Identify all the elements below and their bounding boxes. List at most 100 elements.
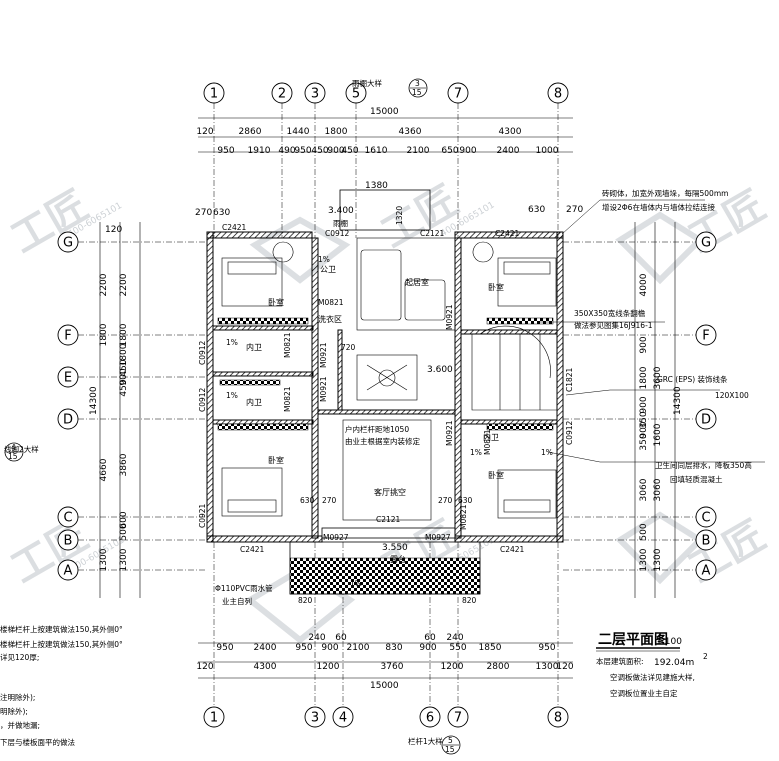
- svg-text:G: G: [701, 236, 711, 251]
- svg-text:G: G: [63, 236, 73, 251]
- svg-text:详见120厚;: 详见120厚;: [0, 652, 39, 662]
- dim-630b: 630: [528, 205, 545, 215]
- room-bath-3: 内卫: [246, 397, 262, 407]
- svg-text:M0821: M0821: [459, 504, 468, 530]
- dim-right-m-0: 3600: [653, 366, 663, 389]
- axis-bubble-right-D: D: [695, 408, 717, 430]
- dim-bot-sm-1: 60: [335, 633, 347, 643]
- dim-top-r2-0: 950: [217, 146, 234, 156]
- level-720: 720: [341, 343, 356, 352]
- svg-text:6: 6: [426, 711, 434, 726]
- dim-top-r2-1: 1910: [248, 146, 271, 156]
- room-public-wc: 公卫: [320, 265, 336, 274]
- dim-bot-sm-2: 60: [424, 633, 436, 643]
- axis-bubble-left-E: E: [57, 366, 79, 388]
- drawing-scale: 1:100: [656, 637, 682, 647]
- axis-bubble-top-1: 1: [203, 82, 225, 104]
- dim-right-o-6: 350: [639, 433, 649, 450]
- svg-text:4: 4: [339, 711, 347, 726]
- dim-right-o-5: 900: [639, 421, 649, 438]
- svg-text:，并做地漏;: ，并做地漏;: [0, 720, 40, 730]
- dim-left-o-4: 900: [119, 368, 129, 385]
- room-balcony: 露台: [390, 554, 406, 564]
- axis-bubble-top-3: 3: [304, 82, 326, 104]
- dim-top-r2-3: 950: [294, 146, 311, 156]
- slope-6: 1%: [470, 448, 482, 457]
- room-bedroom-4: 卧室: [488, 470, 504, 480]
- callout-left-detail: 线脚2大样: [4, 444, 39, 454]
- svg-text:15: 15: [445, 745, 455, 754]
- svg-text:M0921: M0921: [319, 376, 328, 402]
- dim-bot-r2-6: 900: [419, 643, 436, 653]
- dim-left-o-7: 600: [119, 511, 129, 528]
- dim-bottom-total: 15000: [370, 681, 399, 691]
- dim-top-r2-9: 650: [441, 146, 458, 156]
- svg-text:砖砌体，加宽外观墙垛，每隔500mm: 砖砌体，加宽外观墙垛，每隔500mm: [602, 188, 728, 198]
- left-notes: 楼梯栏杆上按建筑做法150,其外侧0° 楼梯栏杆上按建筑做法150,其外侧0° …: [0, 624, 123, 747]
- svg-text:楼梯栏杆上按建筑做法150,其外侧0°: 楼梯栏杆上按建筑做法150,其外侧0°: [0, 624, 123, 634]
- dim-top-r2-5: 900: [327, 146, 344, 156]
- svg-text:M0921: M0921: [445, 304, 454, 330]
- dim-right-o-9: 1300: [639, 548, 649, 571]
- dim-right-o-8: 500: [639, 523, 649, 540]
- note-rail-2: 由业主根据室内装修定: [345, 436, 420, 446]
- dim-820a: 820: [298, 596, 313, 605]
- axis-bubble-bottom-6: 6: [419, 706, 441, 728]
- room-bedroom-1: 卧室: [268, 297, 284, 307]
- svg-text:A: A: [702, 564, 711, 579]
- axis-bubble-left-C: C: [57, 506, 79, 528]
- svg-text:A: A: [64, 564, 73, 579]
- svg-text:7: 7: [454, 87, 462, 102]
- dim-top-r1-4: 4360: [399, 127, 422, 137]
- dim-bot-r2-4: 2100: [347, 643, 370, 653]
- axis-bubble-top-5: 5: [345, 82, 367, 104]
- axis-bubble-top-7: 7: [447, 82, 469, 104]
- axis-bubble-right-G: G: [695, 231, 717, 253]
- svg-text:C2121: C2121: [420, 229, 445, 238]
- area-sup: 2: [703, 652, 708, 661]
- dim-left-m-0: 2200: [99, 273, 109, 296]
- dim-right-o-1: 900: [639, 336, 649, 353]
- dim-left-o-9: 1300: [119, 548, 129, 571]
- svg-text:8: 8: [554, 87, 562, 102]
- note-pvc: Φ110PVC雨水管: [215, 583, 273, 593]
- svg-text:C: C: [63, 511, 72, 526]
- svg-text:B: B: [64, 534, 73, 549]
- dim-top-r1-5: 4300: [499, 127, 522, 137]
- axis-bubble-left-F: F: [57, 324, 79, 346]
- level-3550: 3.550: [382, 543, 408, 553]
- svg-text:C2421: C2421: [240, 545, 265, 554]
- axis-bubble-left-A: A: [57, 559, 79, 581]
- svg-text:M0821: M0821: [483, 429, 492, 455]
- note-pvc-2: 业主自列: [222, 596, 252, 606]
- axis-bubble-top-8: 8: [547, 82, 569, 104]
- dim-top-r1-0: 120: [196, 127, 213, 137]
- dim-right-m-1: 1600: [653, 423, 663, 446]
- dim-bot-r1-0: 120: [196, 662, 213, 672]
- note-ac-1: 空调板做法详见建施大样,: [610, 672, 695, 682]
- dim-right-m-2: 3060: [653, 478, 663, 501]
- dim-left-o-6: 3860: [119, 453, 129, 476]
- svg-text:120X100: 120X100: [715, 391, 749, 400]
- area-value: 192.04m: [654, 658, 694, 668]
- svg-text:7: 7: [454, 711, 462, 726]
- note-canopy: 雨棚: [333, 218, 348, 228]
- dim-bot-r2-3: 900: [321, 643, 338, 653]
- room-living: 起居室: [405, 277, 429, 287]
- svg-text:C0912: C0912: [198, 387, 207, 412]
- dim-right-o-0: 4000: [639, 273, 649, 296]
- dim-left-o-5: 450: [119, 379, 129, 396]
- dim-270b: 270: [566, 205, 583, 215]
- balcony-outline: [289, 189, 481, 595]
- dim-bot-r1-1: 4300: [254, 662, 277, 672]
- dim-top-r1-2: 1440: [287, 127, 310, 137]
- svg-text:D: D: [63, 413, 73, 428]
- level-3400: 3.400: [328, 206, 354, 216]
- dim-top-r2-10: 900: [459, 146, 476, 156]
- dim-630d: 630: [458, 496, 473, 505]
